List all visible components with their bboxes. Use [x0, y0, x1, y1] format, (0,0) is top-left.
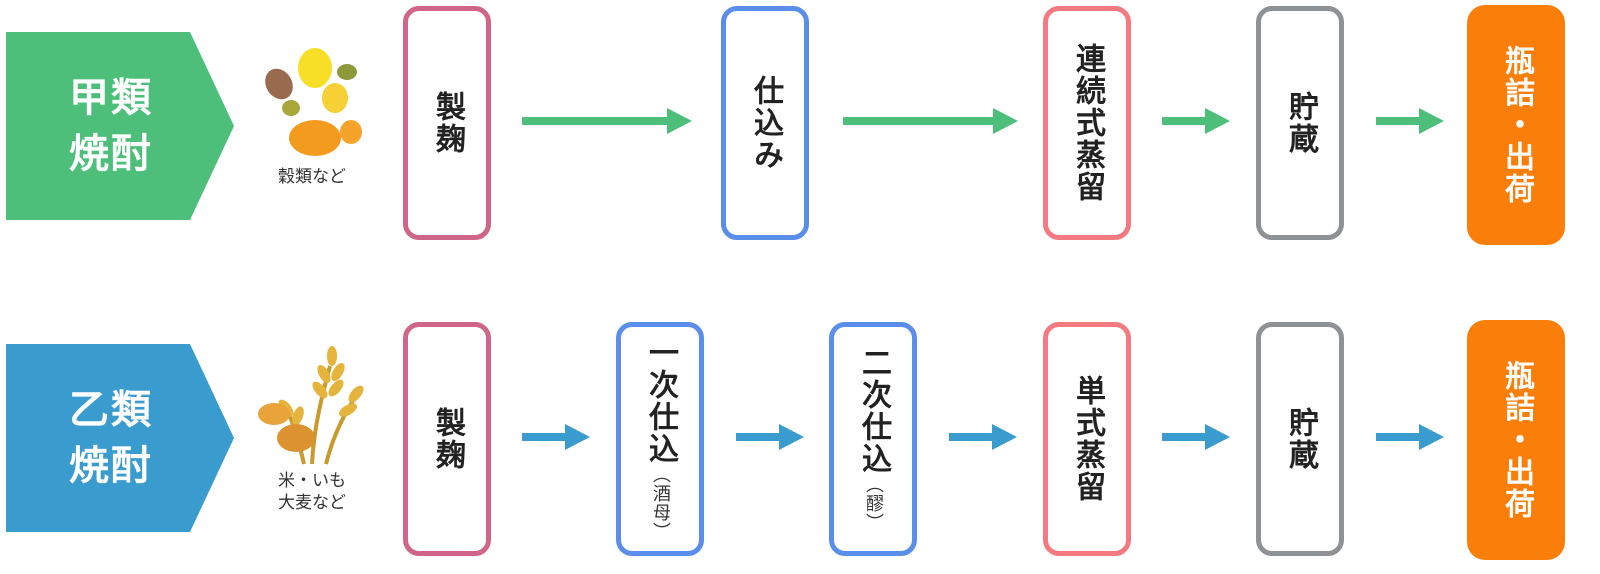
step-label-main: 二次仕込 — [856, 346, 891, 475]
step-final: 瓶詰・出荷 — [1467, 320, 1565, 560]
banner-shape — [6, 32, 234, 220]
kou-title-banner: 甲類焼酎 — [6, 32, 238, 220]
step-label-sub: （醪） — [863, 474, 884, 532]
banner-shape — [6, 344, 234, 532]
otsu-title-banner: 乙類焼酎 — [6, 344, 238, 532]
arrow-icon — [949, 424, 1017, 450]
arrow-icon — [1376, 108, 1444, 134]
final-label: 瓶詰・出荷 — [1499, 45, 1534, 205]
step-label: 一次仕込（酒母） — [643, 337, 678, 541]
final-label: 瓶詰・出荷 — [1499, 360, 1534, 520]
otsu-title-text: 乙類焼酎 — [69, 387, 153, 489]
step-label: 二次仕込（醪） — [856, 346, 891, 532]
step-niji-shikomi: 二次仕込（醪） — [829, 322, 917, 556]
arrow-icon — [1162, 424, 1230, 450]
kou-ingredient-label: 穀類など — [278, 167, 346, 187]
otsu-ingredient: 米・いも大麦など — [252, 346, 372, 514]
step-chozo: 貯蔵 — [1256, 6, 1344, 240]
step-seikiku: 製麹 — [403, 6, 491, 240]
arrow-icon — [736, 424, 804, 450]
step-label-sub: （酒母） — [650, 465, 671, 541]
kou-title: 甲類焼酎 — [36, 70, 186, 182]
step-label-main: 一次仕込 — [643, 337, 678, 465]
wheat-potato-icon — [258, 346, 364, 465]
step-label: 貯蔵 — [1283, 407, 1318, 471]
kou-ingredient: 穀類など — [252, 46, 372, 188]
step-label: 製麹 — [430, 91, 465, 155]
step-seikiku: 製麹 — [403, 322, 491, 556]
arrow-icon — [1162, 108, 1230, 134]
step-chozo: 貯蔵 — [1256, 322, 1344, 556]
step-ichiji-shikomi: 一次仕込（酒母） — [616, 322, 704, 556]
step-label: 仕込み — [748, 75, 783, 171]
arrow-icon — [843, 108, 1018, 134]
otsu-ingredient-text: 米・いも大麦など — [278, 471, 346, 513]
step-renzoku-jouryu: 連続式蒸留 — [1043, 6, 1131, 240]
arrow-icon — [522, 424, 590, 450]
arrow-icon — [1376, 424, 1444, 450]
otsu-title: 乙類焼酎 — [36, 382, 186, 494]
otsu-row: 乙類焼酎 米・いも大麦など 製麹 一次仕込（酒母） — [0, 316, 1600, 566]
kou-title-text: 甲類焼酎 — [69, 75, 153, 177]
grains-icon — [265, 48, 362, 156]
step-final: 瓶詰・出荷 — [1467, 5, 1565, 245]
step-label: 連続式蒸留 — [1070, 43, 1105, 203]
step-label: 単式蒸留 — [1070, 375, 1105, 503]
step-shikomi: 仕込み — [721, 6, 809, 240]
step-label: 貯蔵 — [1283, 91, 1318, 155]
otsu-ingredient-label: 米・いも大麦など — [257, 470, 367, 514]
step-tanshiki-jouryu: 単式蒸留 — [1043, 322, 1131, 556]
arrow-icon — [522, 108, 692, 134]
step-label: 製麹 — [430, 407, 465, 471]
kou-row: 甲類焼酎 穀類など 製麹 仕込み 連続式蒸留 貯蔵 — [0, 0, 1600, 250]
